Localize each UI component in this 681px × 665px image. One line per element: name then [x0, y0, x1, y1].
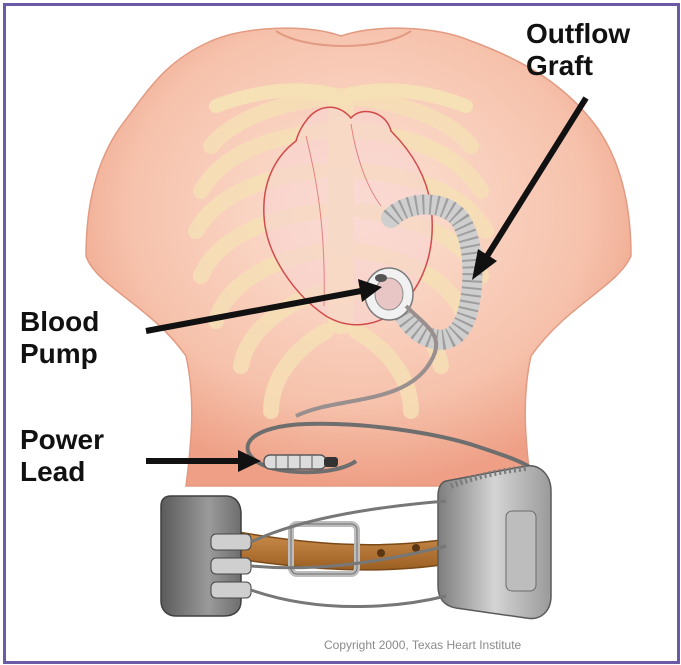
blood-pump-label-line2: Pump — [20, 338, 99, 370]
figure-frame: Outflow Graft Blood Pump Power Lead Copy… — [3, 3, 680, 664]
outflow-graft-label: Outflow Graft — [526, 18, 630, 82]
battery-pack — [438, 466, 551, 619]
outflow-graft-label-line1: Outflow — [526, 18, 630, 50]
power-lead-label-line2: Lead — [20, 456, 104, 488]
lvad-illustration — [6, 6, 677, 661]
blood-pump-label: Blood Pump — [20, 306, 99, 370]
outflow-graft-label-line2: Graft — [526, 50, 630, 82]
copyright-notice: Copyright 2000, Texas Heart Institute — [324, 638, 521, 652]
power-lead-connector — [264, 455, 338, 469]
power-lead-label: Power Lead — [20, 424, 104, 488]
power-lead-label-line1: Power — [20, 424, 104, 456]
blood-pump-label-line1: Blood — [20, 306, 99, 338]
system-controller — [161, 496, 251, 616]
